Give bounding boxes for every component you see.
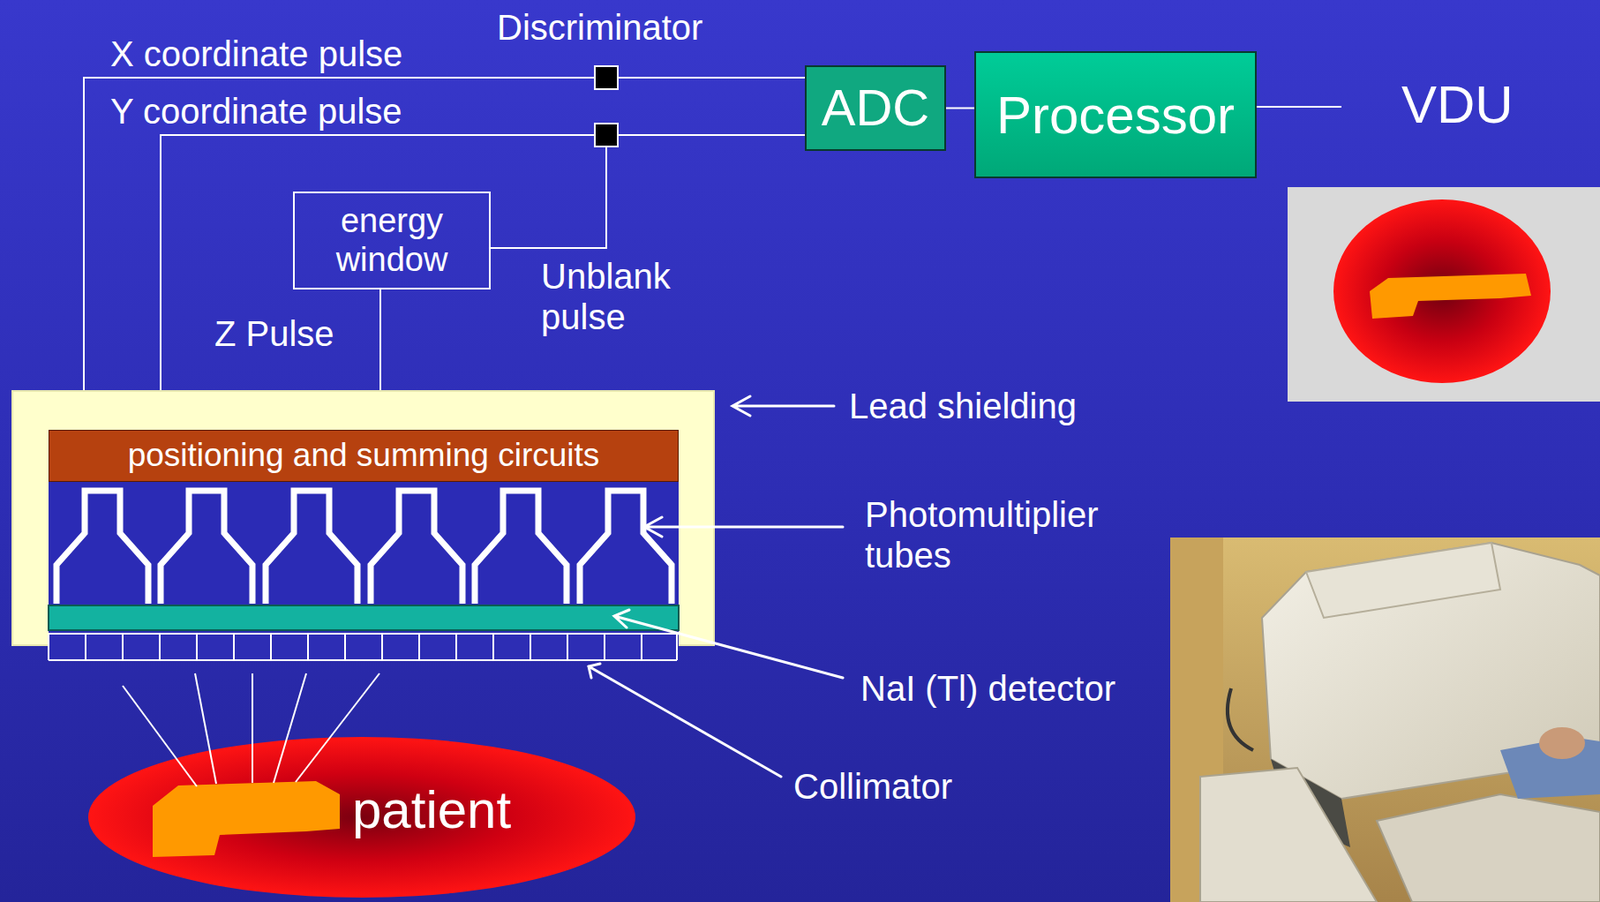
housing-interior bbox=[48, 474, 679, 606]
node-label: ADC bbox=[821, 78, 930, 138]
discriminator-gate bbox=[594, 123, 618, 147]
gamma-camera-photo bbox=[1170, 537, 1600, 902]
gamma-ray bbox=[122, 685, 197, 787]
leader-arrow bbox=[644, 517, 843, 537]
vdu-image bbox=[1287, 187, 1600, 402]
vdu-wire bbox=[1256, 105, 1342, 108]
unblank-wire bbox=[490, 135, 607, 248]
organ-shape bbox=[152, 781, 340, 857]
pmt-symbol bbox=[56, 490, 149, 604]
processor-box: Processor bbox=[974, 51, 1257, 179]
z-wire bbox=[379, 289, 382, 391]
circuit-band: positioning and summing circuits bbox=[48, 429, 679, 482]
callout-label: Photomultiplier tubes bbox=[864, 494, 1130, 576]
node-label: Processor bbox=[996, 84, 1235, 146]
callout-label: VDU bbox=[1401, 74, 1514, 136]
lead-shielding bbox=[12, 390, 714, 646]
node-label: positioning and summing circuits bbox=[127, 436, 601, 475]
nai-crystal bbox=[48, 605, 679, 631]
callout-label: Unblank pulse bbox=[540, 255, 709, 338]
collimator-grid bbox=[48, 633, 677, 661]
x-wire bbox=[83, 77, 805, 391]
connector-line bbox=[946, 107, 975, 110]
collimator-ground bbox=[48, 630, 679, 662]
node-label: energy window bbox=[301, 202, 482, 279]
energy-window-box: energy window bbox=[292, 191, 491, 290]
callout-label: Discriminator bbox=[496, 7, 703, 48]
signal-wires bbox=[83, 77, 1342, 391]
discriminator-gate bbox=[594, 66, 618, 90]
callout-label: Lead shielding bbox=[848, 385, 1077, 427]
adc-box: ADC bbox=[804, 65, 947, 151]
gamma-ray bbox=[251, 673, 254, 783]
pmt-symbol bbox=[474, 490, 567, 604]
patient-body bbox=[88, 736, 636, 898]
leader-arrow bbox=[732, 396, 834, 416]
pmt-symbol bbox=[370, 490, 463, 604]
callout-label: Z Pulse bbox=[214, 313, 335, 354]
pmt-symbol bbox=[160, 490, 253, 604]
gamma-ray bbox=[273, 673, 307, 783]
callout-label: Collimator bbox=[793, 766, 953, 807]
leader-arrow bbox=[588, 663, 782, 777]
callout-label: Y coordinate pulse bbox=[110, 90, 403, 132]
photomultiplier-tubes bbox=[56, 490, 672, 604]
patient-ellipse: patient bbox=[86, 735, 638, 900]
node-label: patient bbox=[352, 779, 511, 841]
vdu-patient-image bbox=[1333, 199, 1551, 384]
pmt-symbol bbox=[579, 490, 672, 604]
y-wire bbox=[160, 135, 805, 391]
gamma-ray bbox=[295, 673, 380, 782]
leader-arrow bbox=[614, 609, 843, 678]
callout-label: X coordinate pulse bbox=[110, 33, 403, 75]
pmt-symbol bbox=[265, 490, 358, 604]
vdu-organ-image bbox=[1369, 273, 1532, 319]
callout-label: NaI (Tl) detector bbox=[860, 668, 1116, 709]
gamma-ray bbox=[195, 673, 217, 784]
